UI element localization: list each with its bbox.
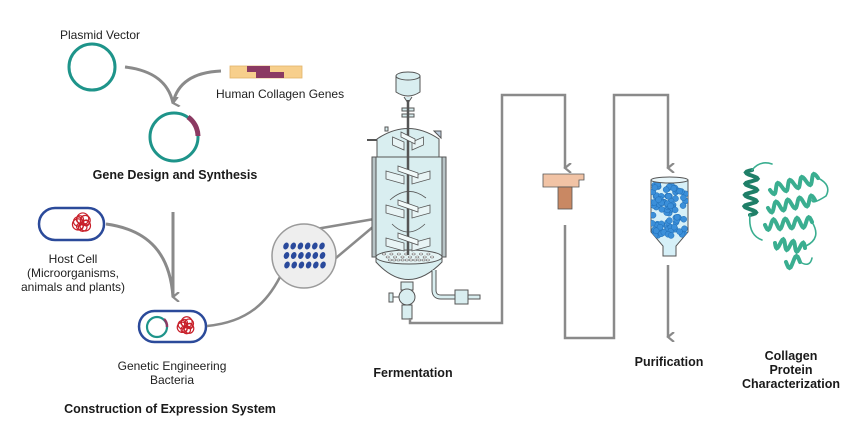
characterization-title: Collagen Protein Characterization (742, 349, 840, 391)
bacterium (312, 252, 319, 259)
purification-title: Purification (634, 355, 704, 369)
bacterium (298, 252, 304, 259)
bacterium (283, 252, 290, 259)
merge-arrow-left (124, 65, 173, 103)
bacteria-magnifier-icon (271, 223, 337, 289)
bacterium (312, 261, 319, 269)
bacterium (319, 242, 325, 250)
gene-segment-icon (229, 65, 303, 79)
bacterium (291, 261, 298, 269)
genetic-engineering-label: Genetic Engineering Bacteria (117, 359, 227, 387)
engineered-bacteria-icon (137, 309, 208, 344)
bacterium (290, 252, 297, 259)
bacterium (305, 252, 311, 259)
pipe-to-filtration (408, 93, 565, 325)
merge-arrow-right (171, 69, 222, 104)
bacterium (304, 242, 311, 250)
pipe-to-column (563, 93, 668, 340)
human-collagen-genes-label: Human Collagen Genes (216, 87, 345, 101)
bacterium (320, 261, 326, 269)
bioreactor-icon (367, 71, 481, 320)
zoom-line-top (315, 216, 381, 231)
recombinant-plasmid-icon (148, 111, 201, 163)
bacterium (305, 261, 312, 269)
host-cell-icon (37, 206, 106, 242)
bacterium (290, 242, 297, 250)
gene-design-title: Gene Design and Synthesis (92, 168, 258, 182)
host-cell-label: Host Cell (Microorganisms, animals and p… (20, 252, 126, 294)
bacterium (319, 252, 326, 259)
bacterium (284, 261, 290, 269)
bacterium (283, 242, 289, 250)
plasmid-icon (67, 42, 117, 92)
construction-title: Construction of Expression System (64, 402, 276, 416)
fermentation-title: Fermentation (373, 366, 453, 380)
protein-structure-icon (741, 162, 829, 271)
filtration-icon (542, 173, 585, 210)
bacteria-to-culture-line (206, 276, 282, 328)
bacterium (298, 261, 305, 269)
chromatography-column-icon (650, 176, 689, 257)
bacterium (297, 242, 304, 250)
bacterium (311, 242, 318, 250)
host-to-bacteria-arrow (105, 222, 175, 298)
plasmid-vector-label: Plasmid Vector (60, 28, 141, 42)
